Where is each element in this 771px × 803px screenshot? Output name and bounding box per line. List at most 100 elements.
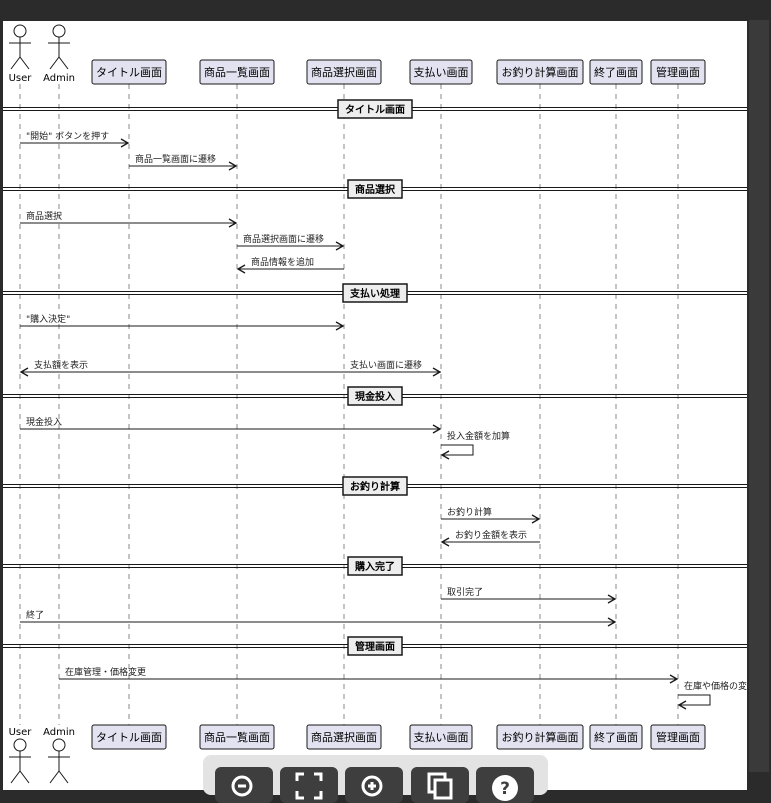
diagram-toolbar: ? xyxy=(203,755,548,803)
participant-label-top-admin: Admin xyxy=(43,73,75,84)
participant-box-top-manage xyxy=(650,59,706,85)
message-label-2: 商品選択 xyxy=(26,210,62,222)
message-label-12: 取引完了 xyxy=(447,586,483,598)
self-message-arrowhead-9 xyxy=(440,450,450,460)
participant-box-bottom-title xyxy=(91,724,167,750)
message-label-14: 在庫管理・価格変更 xyxy=(65,666,146,678)
bottom-user-actor-head-icon xyxy=(13,738,27,752)
zoom-in-button[interactable] xyxy=(345,767,403,803)
message-label-7: 支払額を表示 xyxy=(34,359,88,371)
zoom-out-icon xyxy=(231,775,253,797)
copy-button[interactable] xyxy=(411,767,469,803)
self-message-line-9 xyxy=(441,444,474,456)
section-label-0: タイトル画面 xyxy=(345,104,405,116)
message-label-0: "開始" ボタンを押す xyxy=(26,130,109,142)
message-label-8: 現金投入 xyxy=(26,416,62,428)
participant-label-bottom-pay: 支払い画面 xyxy=(414,730,469,744)
section-label-box-4 xyxy=(342,476,408,496)
participant-label-top-select: 商品選択画面 xyxy=(311,65,377,79)
message-arrowhead-8 xyxy=(432,424,442,434)
zoom-in-icon xyxy=(361,775,383,797)
scrollbar-thumb[interactable] xyxy=(749,20,769,772)
window-top-bar xyxy=(0,0,771,21)
top-admin-actor-head-icon xyxy=(52,24,66,38)
message-label-10: お釣り計算 xyxy=(447,506,492,518)
bottom-admin-actor-head-icon xyxy=(52,738,66,752)
top-admin-actor-leg-left xyxy=(49,56,60,70)
message-arrowhead-10 xyxy=(531,514,541,524)
message-arrowhead-13 xyxy=(607,617,617,627)
bottom-admin-actor-leg-right xyxy=(58,770,69,784)
participant-box-top-select xyxy=(306,59,382,85)
participant-box-top-title xyxy=(91,59,167,85)
top-user-actor-leg-left xyxy=(10,56,21,70)
section-label-1: 商品選択 xyxy=(355,183,396,196)
fit-screen-icon xyxy=(295,772,323,800)
vertical-scrollbar[interactable] xyxy=(747,0,771,790)
section-label-6: 管理画面 xyxy=(355,640,395,653)
message-label-4: 商品情報を追加 xyxy=(251,256,314,268)
bottom-user-actor-leg-left xyxy=(10,770,21,784)
participant-box-bottom-pay xyxy=(409,724,473,750)
top-user-actor-leg-right xyxy=(19,56,30,70)
participant-label-bottom-user: User xyxy=(9,727,33,738)
participant-label-bottom-change: お釣り計算画面 xyxy=(502,730,579,744)
bottom-admin-actor-leg-left xyxy=(49,770,60,784)
participant-label-top-end: 終了画面 xyxy=(594,65,638,79)
message-label-9: 投入金額を加算 xyxy=(447,430,510,442)
participant-label-bottom-select: 商品選択画面 xyxy=(311,730,377,744)
message-arrowhead-3 xyxy=(335,241,345,251)
message-arrowhead-1 xyxy=(228,161,238,171)
participant-box-bottom-select xyxy=(306,724,382,750)
participant-label-bottom-admin: Admin xyxy=(43,727,75,738)
participant-box-bottom-list xyxy=(199,724,275,750)
participant-label-top-manage: 管理画面 xyxy=(656,65,700,79)
participant-label-top-title: タイトル画面 xyxy=(96,66,162,79)
top-user-actor-head-icon xyxy=(13,24,27,38)
section-label-5: 購入完了 xyxy=(354,560,395,573)
section-label-box-6 xyxy=(347,636,403,656)
participant-box-bottom-change xyxy=(496,724,584,750)
participant-box-bottom-end xyxy=(589,724,643,750)
message-arrowhead-7 xyxy=(19,367,29,377)
message-arrowhead-4 xyxy=(236,264,246,274)
participant-box-top-pay xyxy=(409,59,473,85)
message-arrowhead-11 xyxy=(440,537,450,547)
participant-box-top-change xyxy=(496,59,584,85)
self-message-line-15 xyxy=(678,694,711,706)
message-arrowhead-2 xyxy=(228,218,238,228)
section-label-box-5 xyxy=(347,556,403,576)
help-button[interactable]: ? xyxy=(476,767,534,803)
copy-icon xyxy=(427,772,453,800)
section-label-box-2 xyxy=(342,283,408,303)
section-label-3: 現金投入 xyxy=(355,390,395,403)
participant-label-top-change: お釣り計算画面 xyxy=(502,65,579,79)
top-admin-actor-leg-right xyxy=(58,56,69,70)
participant-label-top-pay: 支払い画面 xyxy=(414,65,469,79)
message-label-11: お釣り金額を表示 xyxy=(455,529,527,541)
section-label-box-3 xyxy=(347,386,403,406)
message-label-1: 商品一覧画面に遷移 xyxy=(135,153,216,165)
section-label-4: お釣り計算 xyxy=(350,480,400,493)
svg-text:?: ? xyxy=(500,779,510,799)
message-arrowhead-12 xyxy=(607,594,617,604)
self-message-arrowhead-15 xyxy=(677,700,687,710)
participant-box-bottom-manage xyxy=(650,724,706,750)
help-icon: ? xyxy=(492,775,518,801)
fit-screen-button[interactable] xyxy=(280,767,338,803)
zoom-out-button[interactable] xyxy=(215,767,273,803)
message-label-13: 終了 xyxy=(26,609,44,621)
message-arrowhead-0 xyxy=(120,138,130,148)
participant-label-bottom-end: 終了画面 xyxy=(594,730,638,744)
message-arrowhead-14 xyxy=(669,674,679,684)
message-arrowhead-5 xyxy=(335,321,345,331)
participant-box-top-list xyxy=(199,59,275,85)
participant-label-bottom-list: 商品一覧画面 xyxy=(204,730,270,744)
message-label-3: 商品選択画面に遷移 xyxy=(243,233,324,245)
participant-label-top-list: 商品一覧画面 xyxy=(204,65,270,79)
participant-box-top-end xyxy=(589,59,643,85)
section-label-box-1 xyxy=(347,179,403,199)
participant-label-bottom-title: タイトル画面 xyxy=(96,731,162,744)
participant-label-top-user: User xyxy=(9,73,33,84)
